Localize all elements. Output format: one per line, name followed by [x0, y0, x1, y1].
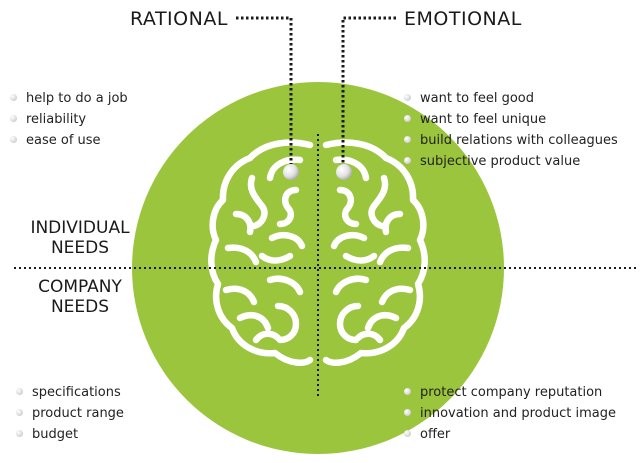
bullet-dot-icon [404, 388, 411, 395]
bullet-dot-icon [404, 94, 411, 101]
rational-individual-list: help to do a job reliability ease of use [10, 88, 128, 151]
list-item: want to feel good [404, 88, 618, 109]
pointer-knob-icon [336, 164, 352, 180]
list-item: budget [16, 424, 124, 445]
list-item: build relations with colleagues [404, 130, 618, 151]
bullet-dot-icon [404, 430, 411, 437]
emotional-company-list: protect company reputation innovation an… [404, 382, 616, 445]
pointer-knob-icon [283, 164, 299, 180]
list-item: innovation and product image [404, 403, 616, 424]
company-line2: NEEDS [50, 297, 110, 317]
list-item: reliability [10, 109, 128, 130]
brain-icon [208, 139, 428, 366]
bullet-dot-icon [10, 136, 17, 143]
emotional-heading: EMOTIONAL [404, 8, 522, 30]
rational-company-list: specifications product range budget [16, 382, 124, 445]
rational-connector [236, 16, 293, 166]
rational-heading: RATIONAL [130, 8, 228, 30]
bullet-dot-icon [404, 136, 411, 143]
bullet-dot-icon [404, 157, 411, 164]
company-needs-label: COMPANY NEEDS [20, 277, 140, 317]
list-item: help to do a job [10, 88, 128, 109]
company-line1: COMPANY [38, 277, 122, 297]
individual-line1: INDIVIDUAL [30, 218, 130, 238]
individual-line2: NEEDS [50, 238, 110, 258]
bullet-dot-icon [16, 430, 23, 437]
list-item: product range [16, 403, 124, 424]
bullet-dot-icon [404, 409, 411, 416]
individual-needs-label: INDIVIDUAL NEEDS [20, 218, 140, 258]
emotional-individual-list: want to feel good want to feel unique bu… [404, 88, 618, 172]
bullet-dot-icon [16, 409, 23, 416]
list-item: want to feel unique [404, 109, 618, 130]
bullet-dot-icon [404, 115, 411, 122]
list-item: subjective product value [404, 151, 618, 172]
bullet-dot-icon [16, 388, 23, 395]
list-item: specifications [16, 382, 124, 403]
bullet-dot-icon [10, 94, 17, 101]
list-item: offer [404, 424, 616, 445]
green-circle [132, 82, 504, 454]
list-item: protect company reputation [404, 382, 616, 403]
list-item: ease of use [10, 130, 128, 151]
emotional-connector [341, 16, 396, 166]
bullet-dot-icon [10, 115, 17, 122]
